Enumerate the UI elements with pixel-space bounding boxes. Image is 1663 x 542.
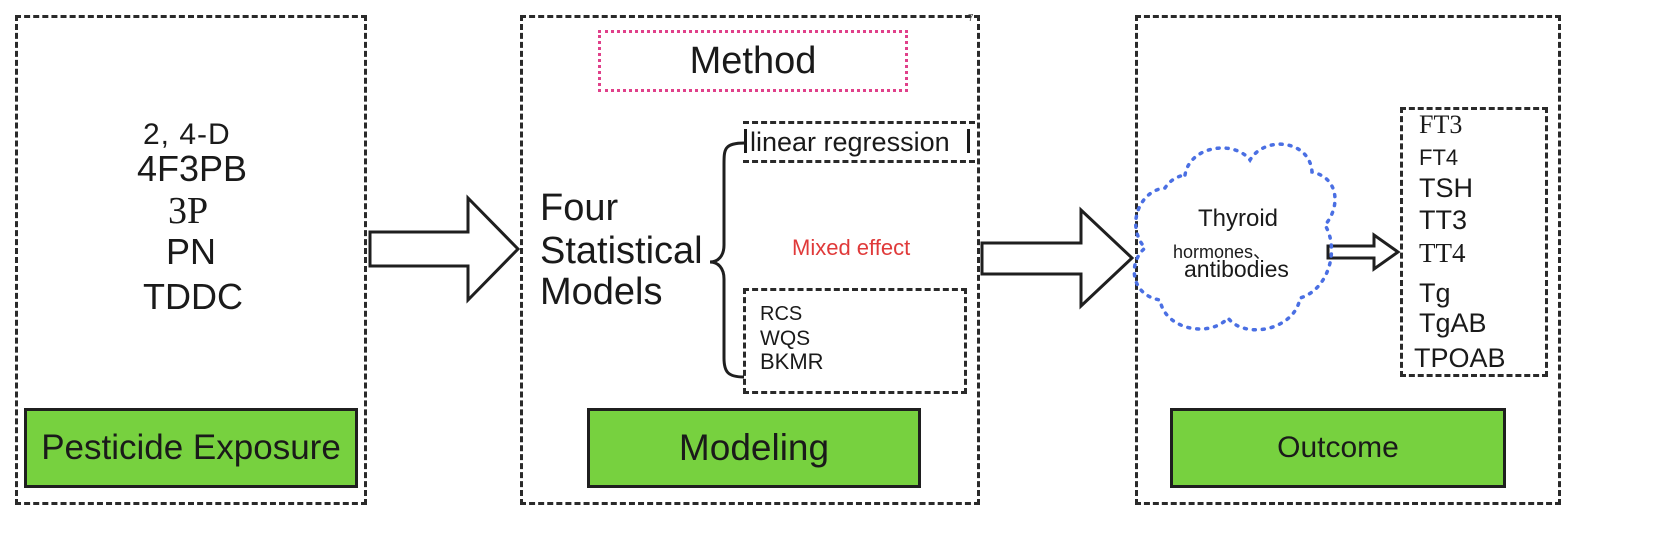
- chemical-4f3pb: 4F3PB: [137, 148, 248, 189]
- modeling-label: Modeling: [678, 427, 830, 468]
- arrow-cloud-to-hormones: [1326, 232, 1401, 272]
- mixed-effect-label: Mixed effect: [792, 235, 911, 260]
- arrow-modeling-to-outcome: [980, 206, 1135, 310]
- linear-regression-box: [743, 121, 975, 163]
- models-title-line-1: Four: [540, 187, 619, 229]
- linear-right-bar: [967, 129, 970, 153]
- hormones-box: [1400, 107, 1548, 377]
- outcome-box: Outcome: [1170, 408, 1506, 488]
- hormone-ft4: FT4: [1419, 145, 1459, 170]
- corner-mark: 7: [968, 13, 974, 24]
- hormone-tgab: TgAB: [1419, 308, 1487, 338]
- exposure-panel: [15, 15, 367, 505]
- models-brace: [709, 141, 746, 379]
- hormone-tg: Tg: [1419, 278, 1451, 308]
- model-rcs: RCS: [760, 303, 803, 325]
- linear-regression-label: linear regression: [750, 127, 950, 157]
- models-title-line-3: Models: [540, 271, 663, 313]
- chemical-tddc: TDDC: [143, 276, 243, 317]
- modeling-panel: [520, 15, 980, 505]
- method-label: Method: [689, 39, 817, 82]
- cloud-line-1: Thyroid: [1198, 205, 1279, 232]
- modeling-box: Modeling: [587, 408, 921, 488]
- hormone-tsh: TSH: [1419, 173, 1473, 203]
- method-box: Method: [598, 30, 908, 92]
- model-wqs: WQS: [760, 327, 811, 350]
- outcome-panel: [1135, 15, 1561, 505]
- hormone-tt4: TT4: [1419, 238, 1466, 268]
- pesticide-exposure-box: Pesticide Exposure: [24, 408, 358, 488]
- linear-left-bar: [744, 129, 747, 153]
- outcome-label: Outcome: [1277, 431, 1399, 464]
- chemical-pn: PN: [166, 231, 217, 272]
- models-title-line-2: Statistical: [540, 230, 703, 272]
- cloud-line-3: antibodies: [1184, 256, 1289, 282]
- hormone-ft3: FT3: [1419, 110, 1463, 139]
- other-models-box: [743, 288, 967, 394]
- chemical-24d: 2, 4-D: [143, 118, 231, 151]
- pesticide-exposure-label: Pesticide Exposure: [41, 428, 341, 467]
- cloud-line-2: hormones、: [1173, 242, 1272, 262]
- arrow-exposure-to-modeling: [368, 194, 521, 304]
- hormone-tt3: TT3: [1419, 205, 1468, 235]
- hormone-tpoab: TPOAB: [1414, 343, 1506, 373]
- chemical-3p: 3P: [168, 190, 209, 232]
- model-bkmr: BKMR: [760, 349, 824, 374]
- thyroid-cloud: [1132, 142, 1337, 332]
